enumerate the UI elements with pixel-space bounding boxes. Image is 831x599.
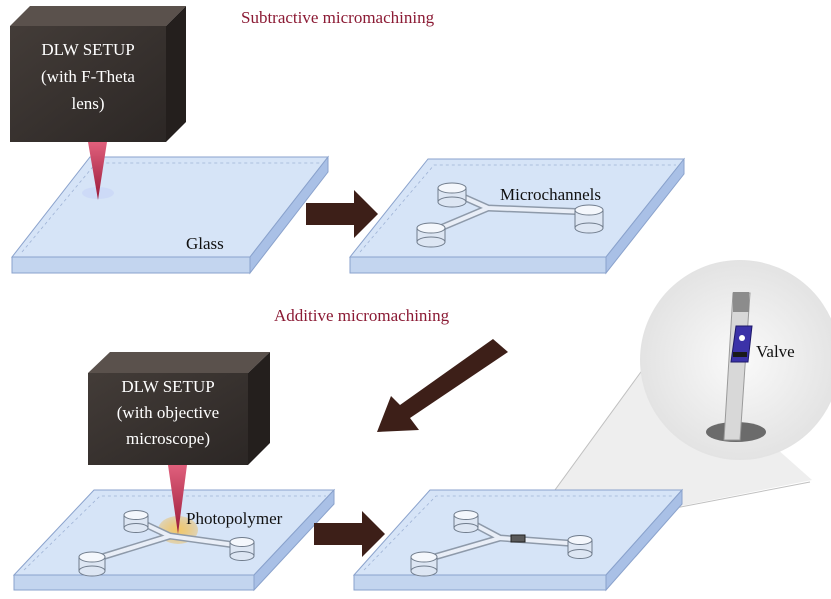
setup-top-line-3: lens) [71, 94, 104, 113]
reservoir [453, 510, 479, 533]
glass-plate-top-right [348, 157, 686, 275]
setup-top-line-2: (with F-Theta [41, 67, 135, 86]
valve-small [510, 534, 526, 543]
dlw-setup-bottom: DLW SETUP (with objective microscope) [88, 352, 270, 465]
dlw-setup-top: DLW SETUP (with F-Theta lens) [10, 6, 186, 142]
valve-post-top [733, 292, 749, 312]
reservoir [567, 535, 593, 559]
arrow-right-top [306, 190, 378, 238]
glass-plate-top-left [10, 155, 330, 275]
reservoir [437, 182, 467, 208]
valve-dot [739, 335, 745, 341]
microchannels-label: Microchannels [500, 185, 601, 204]
glass-label: Glass [186, 234, 224, 253]
laser-beam-bottom [168, 465, 187, 534]
setup-bottom-line-2: (with objective [117, 403, 219, 422]
setup-bottom-line-1: DLW SETUP [121, 377, 214, 396]
valve-base [733, 352, 747, 357]
reservoir [410, 551, 438, 577]
photopolymer-label: Photopolymer [186, 509, 283, 528]
reservoir [574, 204, 604, 234]
laser-beam-top [88, 142, 107, 200]
valve-label: Valve [756, 342, 795, 361]
setup-top-line-1: DLW SETUP [41, 40, 134, 59]
reservoir [78, 551, 106, 577]
arrow-diagonal [377, 339, 508, 432]
reservoir [123, 510, 149, 533]
reservoir [229, 537, 255, 561]
additive-title: Additive micromachining [274, 306, 450, 325]
setup-bottom-line-3: microscope) [126, 429, 210, 448]
reservoir [416, 222, 446, 248]
subtractive-title: Subtractive micromachining [241, 8, 435, 27]
arrow-right-bottom [314, 511, 385, 557]
